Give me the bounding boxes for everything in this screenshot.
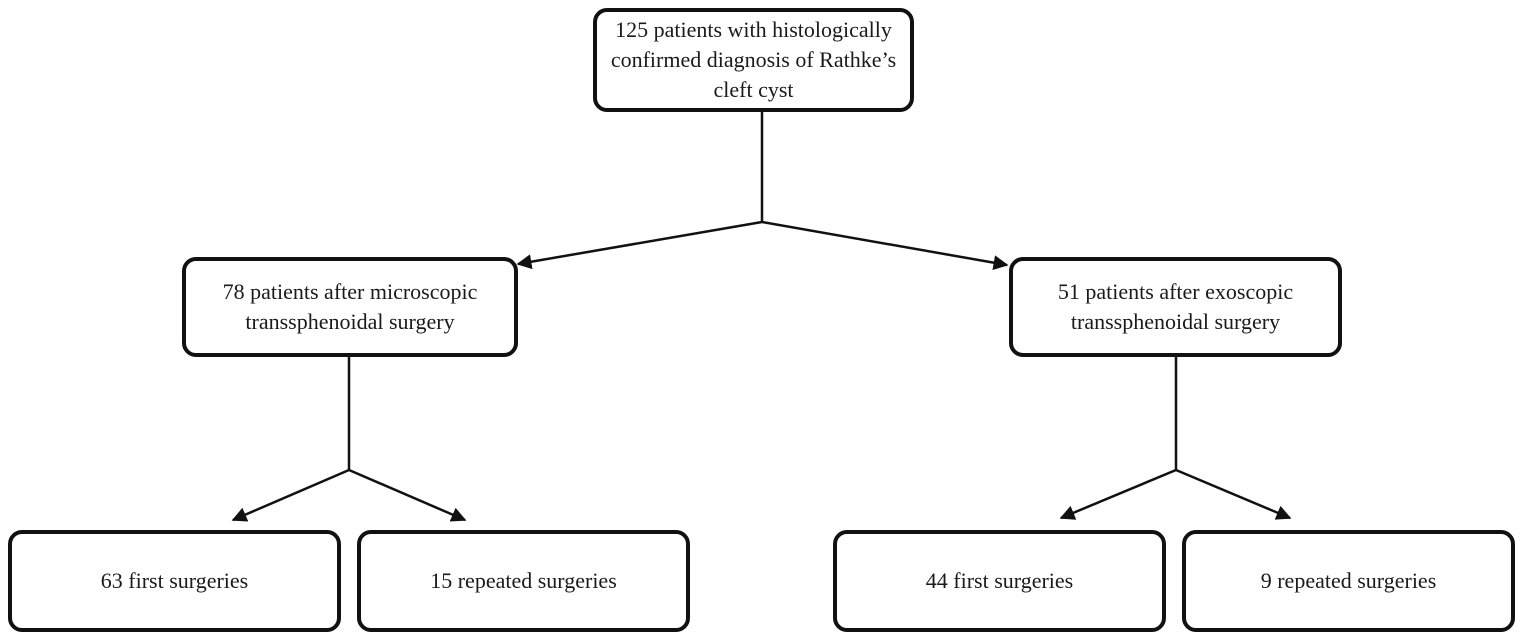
exo-first-surgeries-box: 44 first surgeries xyxy=(833,530,1166,632)
micro-first-surgeries-box: 63 first surgeries xyxy=(8,530,341,632)
arrow-to-exoscopic xyxy=(761,220,1009,271)
microscopic-node-label: 78 patients after microscopic transsphen… xyxy=(222,279,478,334)
exoscopic-node-label: 51 patients after exoscopic transsphenoi… xyxy=(1057,279,1294,334)
root-node-box: 125 patients with histologically confirm… xyxy=(593,8,914,112)
micro-first-surgeries-label: 63 first surgeries xyxy=(100,568,249,593)
arrow-to-exo-repeated xyxy=(1175,468,1292,520)
arrow-to-micro-repeated xyxy=(348,468,467,522)
exo-first-surgeries-label: 44 first surgeries xyxy=(925,568,1074,593)
microscopic-node-box: 78 patients after microscopic transsphen… xyxy=(182,257,518,357)
micro-repeated-surgeries-box: 15 repeated surgeries xyxy=(357,530,690,632)
exo-repeated-surgeries-box: 9 repeated surgeries xyxy=(1182,530,1515,632)
root-node-label: 125 patients with histologically confirm… xyxy=(610,17,897,102)
exoscopic-node-box: 51 patients after exoscopic transsphenoi… xyxy=(1009,257,1342,357)
micro-repeated-surgeries-label: 15 repeated surgeries xyxy=(430,568,617,593)
arrow-to-microscopic xyxy=(516,220,763,270)
exo-repeated-surgeries-label: 9 repeated surgeries xyxy=(1260,568,1437,593)
arrow-to-exo-first xyxy=(1059,468,1177,520)
arrow-to-micro-first xyxy=(231,468,350,522)
